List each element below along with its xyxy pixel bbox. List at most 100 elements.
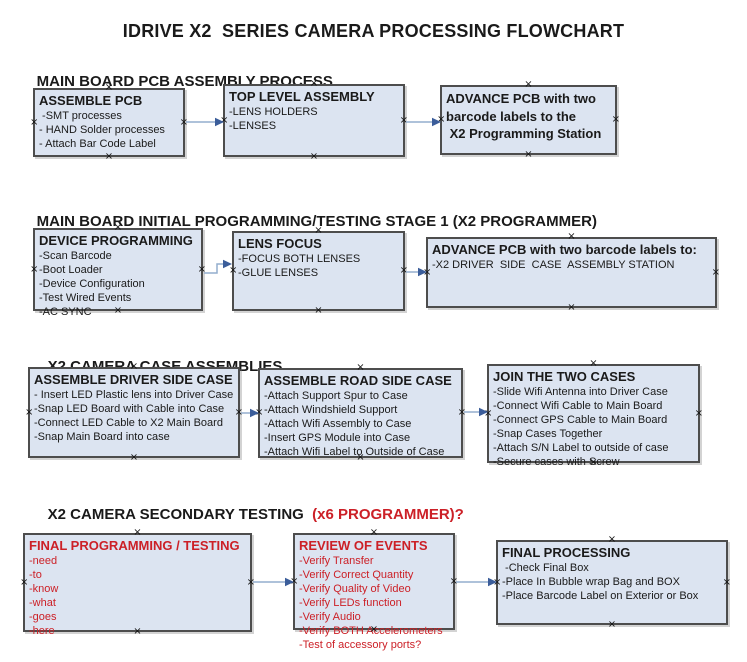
connection-anchor-icon: ×: [309, 78, 319, 89]
box-item: -goes: [29, 610, 57, 623]
flow-arrow: [253, 577, 294, 587]
box-title: JOIN THE TWO CASES: [493, 369, 636, 384]
flow-arrow: [186, 117, 224, 127]
box-item: -Place Barcode Label on Exterior or Box: [502, 589, 699, 602]
flow-arrow: [204, 259, 232, 274]
box-item: -FOCUS BOTH LENSES: [238, 252, 361, 265]
connection-anchor-icon: ×: [449, 575, 458, 587]
box-item-list: -Scan Barcode-Boot Loader-Device Configu…: [35, 250, 201, 320]
connection-anchor-icon: ×: [607, 619, 617, 630]
connection-anchor-icon: ×: [20, 576, 29, 588]
connection-anchor-icon: ×: [611, 114, 620, 125]
box-item: -Attach Windshield Support: [264, 403, 398, 416]
connection-anchor-icon: ×: [255, 407, 264, 418]
box-item: -Connect LED Cable to X2 Main Board: [34, 416, 223, 429]
box-item: -AC SYNC: [39, 305, 92, 318]
box-item: -Verify BOTH Accelerometers: [299, 624, 443, 637]
box-item: -Scan Barcode: [39, 249, 112, 262]
connection-anchor-icon: ×: [356, 452, 365, 463]
box-item-list: -X2 DRIVER SIDE CASE ASSEMBLY STATION: [428, 259, 715, 273]
connection-anchor-icon: ×: [524, 149, 533, 160]
box-item: -Attach S/N Label to outside of case: [493, 441, 669, 454]
box-assemble-pcb: ASSEMBLE PCB -SMT processes- HAND Solder…: [30, 83, 188, 162]
box-item: - Attach Bar Code Label: [39, 137, 156, 150]
box-title: FINAL PROCESSING: [502, 545, 631, 560]
connection-anchor-icon: ×: [423, 266, 432, 278]
box-item: -to: [29, 568, 42, 581]
connection-anchor-icon: ×: [711, 266, 720, 278]
connection-anchor-icon: ×: [484, 407, 493, 419]
connection-anchor-icon: ×: [129, 361, 139, 372]
connection-anchor-icon: ×: [493, 576, 502, 588]
box-assemble-road-side-case: ASSEMBLE ROAD SIDE CASE -Attach Support …: [255, 363, 466, 463]
box-title: TOP LEVEL ASSEMBLY: [229, 89, 375, 104]
connection-anchor-icon: ×: [567, 231, 576, 242]
box-item: -Connect GPS Cable to Main Board: [493, 413, 668, 426]
box-item-list: -need-to-know-what-goes-here: [25, 555, 250, 639]
box-title: ADVANCE PCB with two barcode labels to:: [432, 242, 697, 257]
connection-anchor-icon: ×: [113, 305, 123, 316]
connection-anchor-icon: ×: [290, 575, 299, 587]
connection-anchor-icon: ×: [133, 527, 142, 538]
box-item: -Insert GPS Module into Case: [264, 431, 411, 444]
box-item: -Verify Quality of Video: [299, 582, 411, 595]
connection-anchor-icon: ×: [589, 358, 598, 369]
connection-anchor-icon: ×: [30, 116, 39, 128]
box-title: ASSEMBLE ROAD SIDE CASE: [264, 373, 452, 388]
box-item: -Verify Audio: [299, 610, 361, 623]
box-item: -Device Configuration: [39, 277, 145, 290]
box-item-list: -LENS HOLDERS-LENSES: [225, 106, 403, 134]
box-title: LENS FOCUS: [238, 236, 322, 251]
flow-arrow: [406, 117, 441, 127]
box-title: FINAL PROGRAMMING / TESTING: [29, 538, 240, 553]
box-item-list: -Attach Support Spur to Case-Attach Wind…: [260, 390, 461, 460]
flow-arrow: [456, 577, 497, 587]
box-item: -Verify Transfer: [299, 554, 374, 567]
connection-anchor-icon: ×: [399, 114, 408, 126]
box-item: -Slide Wifi Antenna into Driver Case: [493, 385, 668, 398]
box-item: -Snap LED Board with Cable into Case: [34, 402, 225, 415]
box-item-list: -SMT processes- HAND Solder processes- A…: [35, 110, 183, 152]
box-item: -GLUE LENSES: [238, 266, 319, 279]
page-title: IDRIVE X2 SERIES CAMERA PROCESSING FLOWC…: [122, 21, 625, 41]
connection-anchor-icon: ×: [246, 576, 255, 588]
box-item: -here: [29, 624, 55, 637]
box-device-programming: DEVICE PROGRAMMING -Scan Barcode-Boot Lo…: [30, 223, 206, 318]
box-top-level-assembly: TOP LEVEL ASSEMBLY -LENS HOLDERS-LENSES …: [220, 79, 408, 162]
box-item-list: -Check Final Box-Place In Bubble wrap Ba…: [498, 562, 726, 604]
box-item: -Snap Main Board into case: [34, 430, 170, 443]
connection-anchor-icon: ×: [133, 626, 142, 637]
box-item: - HAND Solder processes: [39, 123, 165, 136]
box-item: -Boot Loader: [39, 263, 103, 276]
connection-anchor-icon: ×: [234, 406, 243, 418]
box-item: -Verify LEDs function: [299, 596, 402, 609]
heading-red-text: (x6 PROGRAMMER)?: [312, 506, 464, 523]
connection-anchor-icon: ×: [722, 576, 731, 588]
box-item: -Connect Wifi Cable to Main Board: [493, 399, 663, 412]
box-item: -Attach Wifi Assembly to Case: [264, 417, 412, 430]
box-join-the-two-cases: JOIN THE TWO CASES -Slide Wifi Antenna i…: [484, 359, 703, 468]
box-item: - Insert LED Plastic lens into Driver Ca…: [34, 388, 234, 401]
box-item: -Secure cases with Screw: [493, 455, 620, 468]
connection-anchor-icon: ×: [607, 534, 617, 545]
connection-anchor-icon: ×: [229, 265, 238, 276]
connection-anchor-icon: ×: [220, 114, 229, 126]
connection-anchor-icon: ×: [457, 407, 466, 418]
connection-anchor-icon: ×: [356, 362, 365, 373]
heading-text: X2 CAMERA SECONDARY TESTING: [47, 506, 313, 523]
box-item: -X2 DRIVER SIDE CASE ASSEMBLY STATION: [432, 258, 675, 271]
connection-anchor-icon: ×: [104, 82, 114, 93]
connection-anchor-icon: ×: [437, 114, 446, 125]
section-heading-initial-programming: MAIN BOARD INITIAL PROGRAMMING/TESTING S…: [20, 196, 597, 230]
box-item: -know: [29, 582, 59, 595]
connection-anchor-icon: ×: [524, 79, 533, 90]
connection-anchor-icon: ×: [369, 527, 379, 538]
connection-anchor-icon: ×: [369, 624, 379, 635]
box-item-list: -Slide Wifi Antenna into Driver Case-Con…: [489, 386, 698, 470]
box-item: -LENS HOLDERS: [229, 105, 318, 118]
box-item: -need: [29, 554, 58, 567]
connection-anchor-icon: ×: [567, 302, 576, 313]
connection-anchor-icon: ×: [589, 457, 598, 468]
box-item: -what: [29, 596, 56, 609]
